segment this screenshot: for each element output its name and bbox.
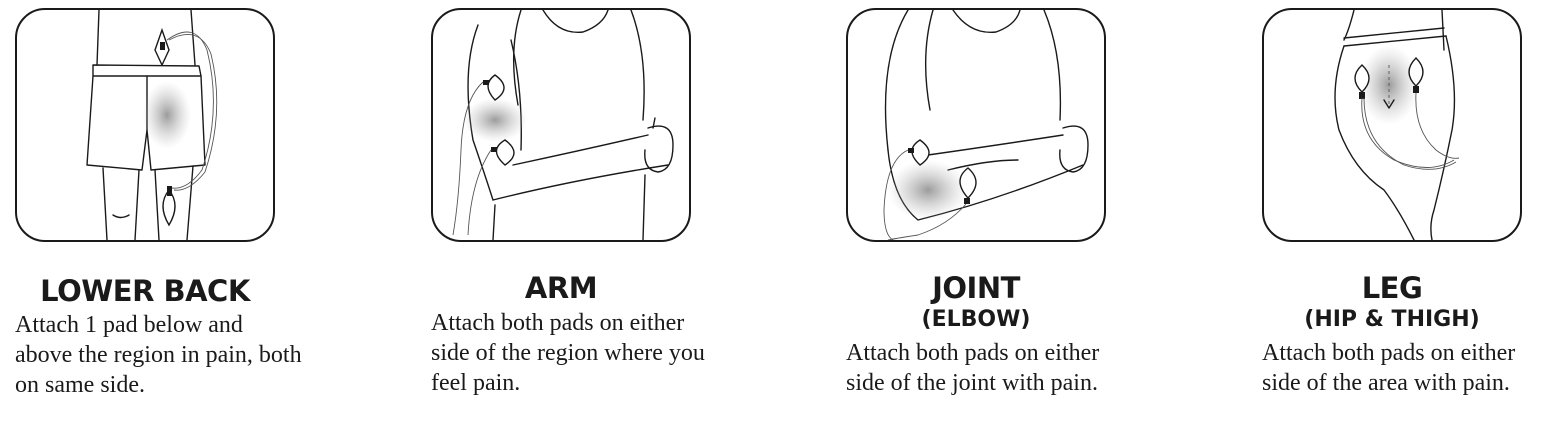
placement-title: ARM bbox=[524, 271, 598, 305]
placement-title: LOWER BACK bbox=[40, 274, 250, 308]
elbow-illustration-frame bbox=[846, 8, 1106, 242]
placement-description: Attach both pads on either side of the r… bbox=[431, 310, 705, 396]
placement-title: LEG bbox=[1361, 271, 1423, 305]
placement-description: Attach both pads on either side of the a… bbox=[1262, 340, 1516, 396]
placement-subtitle: (ELBOW) bbox=[921, 307, 1031, 332]
placement-title: JOINT bbox=[932, 271, 1020, 305]
placement-card-joint: JOINT (ELBOW) Attach both pads on either… bbox=[831, 0, 1131, 438]
hip-thigh-illustration-icon bbox=[1334, 10, 1460, 240]
placement-subtitle: (HIP & THIGH) bbox=[1304, 307, 1480, 332]
hip-thigh-illustration-frame bbox=[1262, 8, 1522, 242]
arm-illustration-frame bbox=[431, 8, 691, 242]
elbow-illustration-icon bbox=[883, 10, 1089, 240]
lower-back-illustration-frame bbox=[15, 8, 275, 242]
placement-card-arm: ARM Attach both pads on either side of t… bbox=[416, 0, 716, 438]
arm-illustration-icon bbox=[452, 10, 674, 240]
placement-description: Attach 1 pad below and above the region … bbox=[15, 312, 302, 398]
placement-card-lower-back: LOWER BACK Attach 1 pad below and above … bbox=[0, 0, 302, 438]
placement-card-leg: LEG (HIP & THIGH) Attach both pads on ei… bbox=[1247, 0, 1545, 438]
lower-back-illustration-icon bbox=[86, 10, 218, 240]
placement-description: Attach both pads on either side of the j… bbox=[846, 340, 1100, 396]
